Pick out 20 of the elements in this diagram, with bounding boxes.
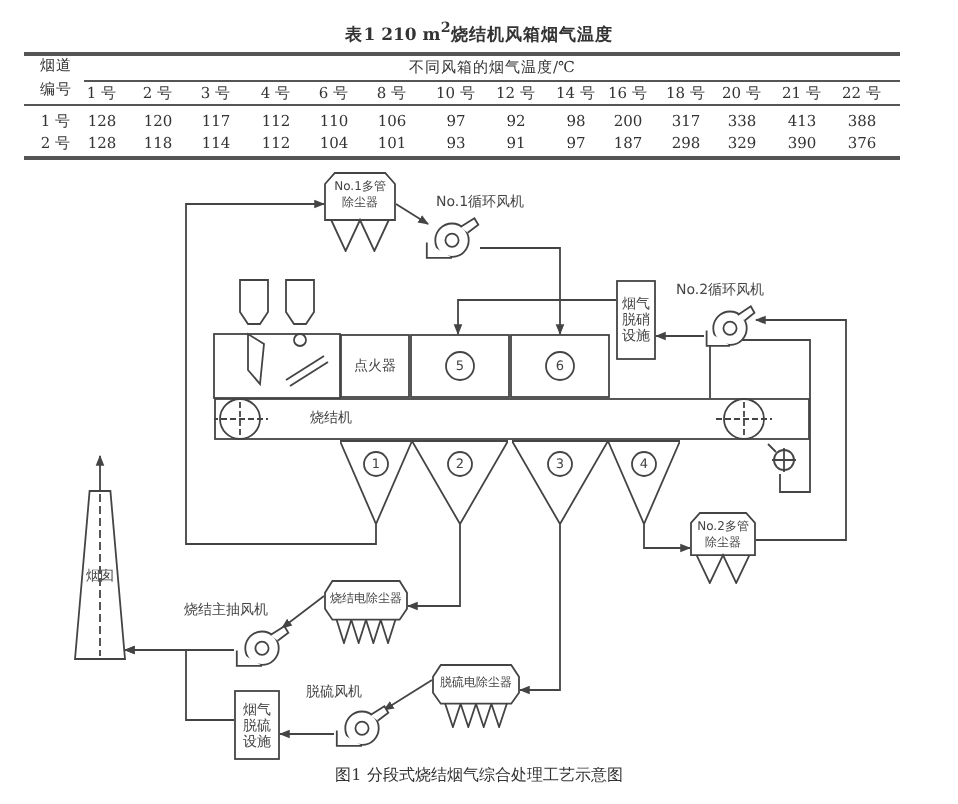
arrow <box>643 523 692 553</box>
arrow <box>95 454 105 491</box>
table-title: 表1 210 m$^{2}$烧结机风箱烟气温度 <box>343 18 615 48</box>
fan-icon <box>234 624 290 668</box>
fan-icon <box>334 704 390 748</box>
arrow <box>185 199 377 545</box>
arrow <box>383 679 433 711</box>
arrow <box>123 645 235 721</box>
arrow <box>518 523 561 695</box>
fan-icon <box>424 216 480 260</box>
arrow <box>406 523 461 611</box>
arrow <box>395 203 429 225</box>
arrow <box>754 315 847 541</box>
figure-caption: 图1 分段式烧结烟气综合处理工艺示意图 <box>333 764 625 786</box>
arrow <box>654 331 705 341</box>
arrow <box>453 299 617 336</box>
arrow <box>479 247 565 336</box>
arrow <box>281 595 325 629</box>
arrow <box>278 729 335 739</box>
fan-icon <box>704 304 756 348</box>
